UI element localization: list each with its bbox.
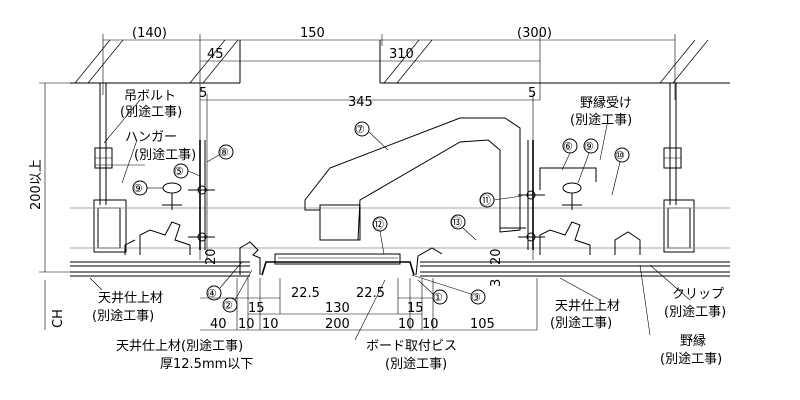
label-ceiling-finish-bottom: 天井仕上材(別途工事) — [116, 338, 243, 354]
callout-3: ③ — [411, 274, 486, 305]
label-ceiling-finish-right: 天井仕上材 — [555, 299, 620, 314]
dim-310: 310 — [389, 47, 414, 62]
dim-5-right: 5 — [528, 86, 536, 101]
dim-5-left: 5 — [199, 86, 207, 101]
indoor-unit-body — [304, 117, 521, 241]
height-dimension — [39, 82, 100, 330]
furring-receiver-channel — [70, 207, 730, 249]
svg-text:⑪: ⑪ — [480, 194, 491, 207]
callout-1: ① — [417, 279, 448, 305]
label-hanging-bolt-note: (別途工事) — [120, 104, 182, 120]
dim-15-right: 15 — [407, 301, 424, 316]
callout-12: ⑫ — [372, 216, 388, 255]
dim-140: (140) — [132, 26, 167, 41]
label-ceiling-finish-right-note: (別途工事) — [550, 315, 612, 331]
label-ceiling-thickness: 厚12.5mm以下 — [160, 357, 253, 372]
callout-9-right: ⑨ — [577, 138, 599, 184]
label-ceiling-finish-left-note: (別途工事) — [92, 308, 154, 324]
dim-3-right: 3 — [489, 279, 504, 287]
dim-105: 105 — [470, 317, 495, 332]
dim-300: (300) — [517, 26, 552, 41]
label-clip-note: (別途工事) — [664, 304, 726, 320]
svg-text:⑤: ⑤ — [174, 165, 184, 178]
dim-345: 345 — [348, 95, 373, 110]
dim-200: 200 — [325, 317, 350, 332]
callout-5: ⑤ — [173, 163, 201, 179]
dim-20-left: 20 — [204, 248, 219, 265]
dim-10-b: 10 — [262, 317, 279, 332]
leader-lines — [89, 99, 691, 341]
dim-45: 45 — [207, 47, 224, 62]
dim-10-d: 10 — [422, 317, 439, 332]
ceiling-finish-boards — [70, 261, 730, 277]
svg-text:⑨: ⑨ — [133, 182, 143, 195]
label-furring: 野縁 — [680, 333, 706, 349]
label-clip: クリップ — [672, 287, 724, 302]
clip-right — [539, 221, 641, 255]
dim-10-a: 10 — [238, 317, 255, 332]
svg-text:⑥: ⑥ — [563, 140, 573, 153]
dim-40: 40 — [210, 317, 227, 332]
callout-9-left: ⑨ — [132, 180, 163, 196]
structural-slab-right — [379, 39, 730, 84]
callout-10: ⑩ — [611, 147, 630, 196]
label-furring-receiver: 野縁受け — [580, 95, 632, 111]
svg-text:⑬: ⑬ — [451, 216, 462, 229]
label-board-screw: ボード取付ビス — [366, 339, 457, 354]
dim-10-c: 10 — [398, 317, 415, 332]
callout-7: ⑦ — [354, 121, 389, 151]
callout-11: ⑪ — [479, 192, 523, 208]
ceiling-panel — [239, 241, 443, 276]
svg-text:⑫: ⑫ — [373, 218, 384, 231]
label-ceiling-finish-left: 天井仕上材 — [98, 291, 163, 306]
callout-13: ⑬ — [450, 214, 477, 241]
callout-2: ② — [222, 269, 253, 313]
dim-22-5-right: 22.5 — [356, 286, 385, 301]
unit-bracket-left — [188, 140, 215, 250]
svg-text:④: ④ — [207, 287, 217, 300]
hanging-bolt-right — [663, 83, 682, 205]
svg-text:⑦: ⑦ — [355, 123, 365, 136]
dim-200-height: 200以上 — [29, 159, 44, 210]
label-furring-receiver-note: (別途工事) — [570, 112, 632, 128]
label-hanger: ハンガー — [125, 130, 177, 145]
hanging-bolt-left — [94, 83, 113, 205]
svg-text:②: ② — [223, 299, 233, 312]
wing-bolt-left — [162, 182, 182, 210]
callout-8: ⑧ — [206, 144, 234, 163]
svg-text:⑩: ⑩ — [615, 149, 625, 162]
svg-text:①: ① — [433, 291, 443, 304]
clip-left — [124, 221, 191, 255]
dim-22-5-left: 22.5 — [291, 286, 320, 301]
callout-6: ⑥ — [561, 138, 578, 171]
wing-bolt-right — [562, 182, 582, 210]
dim-150: 150 — [300, 26, 325, 41]
dim-130: 130 — [325, 301, 350, 316]
dim-20-right: 20 — [489, 248, 504, 265]
callout-4: ④ — [206, 261, 243, 301]
label-furring-note: (別途工事) — [660, 351, 722, 367]
label-hanging-bolt: 吊ボルト — [124, 89, 176, 104]
label-board-screw-note: (別途工事) — [385, 356, 447, 372]
dim-ch: CH — [51, 309, 66, 328]
dim-15-left: 15 — [248, 301, 265, 316]
unit-bracket-right — [499, 140, 597, 250]
svg-text:⑧: ⑧ — [219, 146, 229, 159]
svg-text:③: ③ — [471, 291, 481, 304]
svg-text:⑨: ⑨ — [584, 140, 594, 153]
label-hanger-note: (別途工事) — [134, 147, 196, 163]
